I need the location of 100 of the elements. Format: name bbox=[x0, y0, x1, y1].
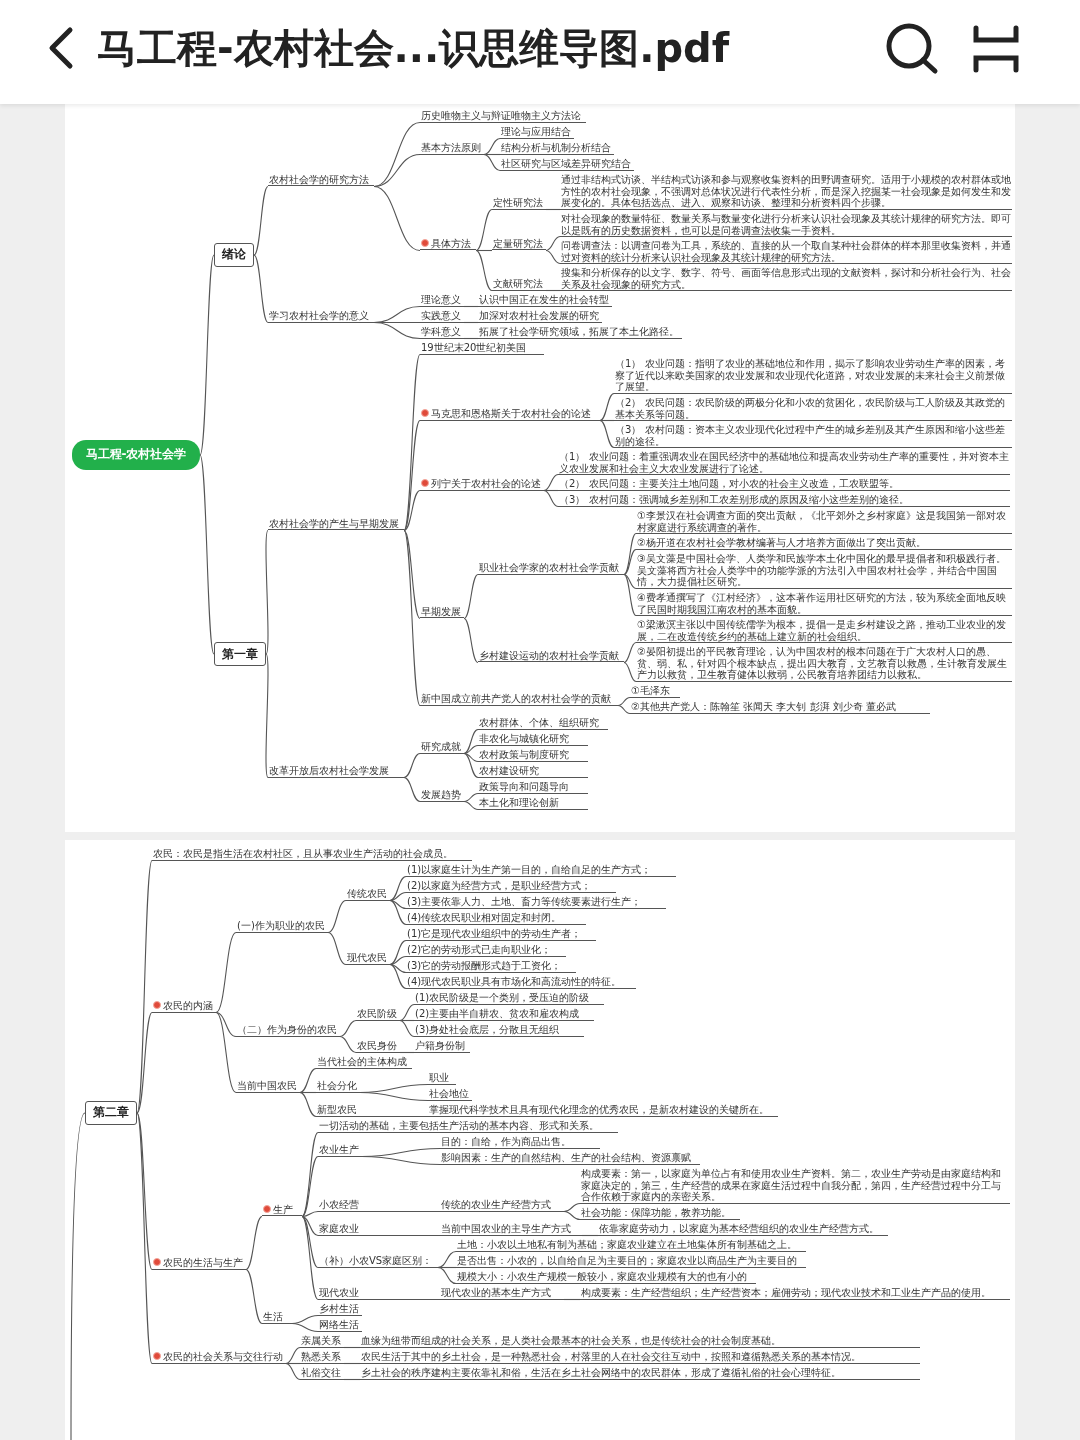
topic-label: ①李景汉在社会调查方面的突出贡献，《北平郊外之乡村家庭》这是我国第一部对农村家庭进行系统调查的著作。 bbox=[636, 510, 1012, 534]
topic-box: 绪论 bbox=[214, 242, 254, 267]
root-topic: 马工程-农村社会学 bbox=[72, 439, 200, 470]
topic-label: 农民阶级 bbox=[356, 1008, 400, 1021]
branch-line bbox=[545, 235, 561, 252]
branch-line bbox=[389, 963, 407, 990]
topic-label: 网络生活 bbox=[318, 1319, 362, 1332]
topic-label: （3） 农村问题：强调城乡差别和工农差别形成的原因及缩小这些差别的途径。 bbox=[558, 494, 1010, 507]
topic-text: 农民的社会关系与交往行动 bbox=[163, 1351, 283, 1362]
branch-line bbox=[399, 1019, 415, 1022]
topic-label: （二）作为身份的农民 bbox=[236, 1024, 340, 1037]
branch-line bbox=[253, 254, 269, 324]
branch-line bbox=[463, 321, 479, 324]
branch-line bbox=[463, 752, 479, 763]
topic-label: （3） 农村问题：资本主义农业现代化过程中产生的城乡差别及其产生原因和缩小这些差别的途径。 bbox=[614, 424, 1012, 448]
branch-line bbox=[265, 529, 269, 655]
topic-box: 第二章 bbox=[85, 1100, 137, 1125]
topic-label: 熟悉关系 bbox=[300, 1351, 344, 1364]
branch-line bbox=[136, 859, 153, 1114]
branch-line bbox=[343, 1362, 361, 1365]
topic-label: 结构分析与机制分析结合 bbox=[500, 142, 614, 155]
topic-label: 职业社会学家的农村社会学贡献 bbox=[478, 562, 624, 575]
topic-label: ②晏阳初提出的平民教育理论，认为中国农村的根本问题在于广大农村人口的愚、贫、弱、私，针对四个根本缺点，提出四大教育，文艺教育以救愚，生计教育发展生产力以救贫，卫生教育健体以救弱，公民教育培养团结力以救私。 bbox=[636, 646, 1012, 682]
topic-label: 家庭农业 bbox=[318, 1223, 362, 1236]
topic-label: (4)现代农民职业具有市场化和高流动性的特征。 bbox=[406, 976, 636, 989]
topic-label: (2)主要由半自耕农、贫农和雇农构成 bbox=[414, 1008, 594, 1021]
topic-label bbox=[420, 408, 600, 421]
branch-line bbox=[339, 1019, 357, 1038]
branch-line bbox=[299, 1067, 317, 1094]
topic-label: 农村建设研究 bbox=[478, 765, 588, 778]
topic-label: 农村群体、个体、组织研究 bbox=[478, 717, 608, 730]
topic-label: 文献研究法 bbox=[492, 278, 546, 291]
branch-line bbox=[301, 1215, 319, 1269]
branch-line bbox=[463, 728, 479, 755]
topic-label: （2） 农民问题：农民阶级的两极分化和小农的贫困化，农民阶级与工人阶级及其政党的基本关系等问题。 bbox=[614, 397, 1012, 421]
branch-line bbox=[285, 1346, 301, 1365]
topic-label: 新中国成立前共产党人的农村社会学的贡献 bbox=[420, 693, 618, 706]
topic-label: (3)主要依靠人力、土地、畜力等传统要素进行生产； bbox=[406, 896, 666, 909]
topic-label: (3)身处社会底层，分散且无组织 bbox=[414, 1024, 584, 1037]
branch-line bbox=[463, 617, 479, 664]
branch-line bbox=[623, 573, 637, 617]
branch-line bbox=[373, 321, 421, 340]
topic-label: 乡村生活 bbox=[318, 1303, 362, 1316]
branch-line bbox=[463, 573, 479, 620]
topic-label: 亲属关系 bbox=[300, 1335, 344, 1348]
branch-line bbox=[403, 752, 421, 779]
topic-label: 现代农业 bbox=[318, 1287, 362, 1300]
branch-line bbox=[545, 208, 561, 211]
branch-line bbox=[403, 353, 421, 532]
branch-line bbox=[361, 1155, 441, 1166]
branch-line bbox=[299, 1091, 317, 1118]
branch-line bbox=[327, 931, 347, 966]
branch-line bbox=[623, 573, 637, 590]
topic-label: 认识中国正在发生的社会转型 bbox=[478, 294, 612, 307]
branch-line bbox=[265, 653, 269, 779]
topic-label: 农民：农民是指生活在农村社区，且从事农业生产活动的社会成员。 bbox=[152, 848, 472, 861]
branch-line bbox=[361, 1298, 441, 1301]
topic-label: 小农经营 bbox=[318, 1199, 362, 1212]
branch-line bbox=[389, 891, 407, 902]
topic-label: 加深对农村社会发展的研究 bbox=[478, 310, 602, 323]
branch-line bbox=[403, 776, 421, 803]
topic-label: 定性研究法 bbox=[492, 197, 546, 210]
topic-label: 构成要素：第一，以家庭为单位占有和使用农业生产资料。第二，农业生产劳动是由家庭结构和家庭决定的，第三，生产经营的成果在家庭生活过程中自我分配，第四，生产经营过程中分工与合作依赖于家庭内的亲密关系。 bbox=[580, 1168, 1010, 1204]
topic-label: 土地：小农以土地私有制为基础；家庭农业建立在土地集体所有制基础之上。 bbox=[456, 1239, 806, 1252]
topic-label: 现代农业的基本生产方式 bbox=[440, 1287, 564, 1300]
topic-label: 理论意义 bbox=[420, 294, 464, 307]
topic-text: 马克思和恩格斯关于农村社会的论述 bbox=[431, 408, 591, 419]
topic-label: 当前中国农民 bbox=[236, 1080, 300, 1093]
topic-label: （1） 农业问题：着重强调农业在国民经济中的基础地位和提高农业劳动生产率的重要性，并对资本主义农业发展和社会主义大农业发展进行了论述。 bbox=[558, 451, 1010, 475]
branch-line bbox=[361, 1210, 441, 1213]
topic-text: 生产 bbox=[273, 1203, 293, 1215]
branch-line bbox=[199, 454, 215, 655]
topic-label: (一)作为职业的农民 bbox=[236, 920, 328, 933]
branch-line bbox=[563, 1202, 581, 1213]
topic-label: 社会功能：保障功能，教养功能。 bbox=[580, 1207, 740, 1220]
topic-label bbox=[262, 1203, 302, 1216]
topic-label: ①梁漱溟主张以中国传统儒学为根本，提倡一是走乡村建设之路，推动工业农业的发展，二在改造传统乡约的基础上建立新的社会组织。 bbox=[636, 619, 1012, 643]
branch-line bbox=[70, 1112, 86, 1440]
branch-line bbox=[463, 752, 479, 779]
branch-line bbox=[543, 489, 559, 508]
branch-line bbox=[136, 1011, 153, 1114]
topic-label: 社会地位 bbox=[428, 1088, 472, 1101]
topic-label: 社区研究与区域差异研究结合 bbox=[500, 158, 634, 171]
topic-label: 非农化与城镇化研究 bbox=[478, 733, 588, 746]
topic-label: 职业 bbox=[428, 1072, 456, 1085]
topic-label bbox=[420, 478, 544, 491]
branch-line bbox=[475, 249, 493, 252]
topic-label: 影响因素：生产的自然结构、生产的社会结构、资源禀赋 bbox=[440, 1152, 700, 1165]
branch-line bbox=[483, 153, 501, 172]
topic-label: 户籍身份制 bbox=[414, 1040, 470, 1053]
topic-label: (3)它的劳动报酬形式趋于工资化； bbox=[406, 960, 576, 973]
branch-line bbox=[623, 532, 637, 576]
branch-line bbox=[543, 473, 559, 492]
topic-label: (1)它是现代农业组织中的劳动生产者； bbox=[406, 928, 596, 941]
topic-label: (1)农民阶级是一个类别，受压迫的阶级 bbox=[414, 992, 604, 1005]
topic-label: 政策导向和问题导向 bbox=[478, 781, 588, 794]
branch-line bbox=[301, 1155, 319, 1218]
topic-text: 具体方法 bbox=[431, 237, 471, 249]
branch-line bbox=[299, 1091, 317, 1094]
topic-label: 农业生产 bbox=[318, 1144, 362, 1157]
